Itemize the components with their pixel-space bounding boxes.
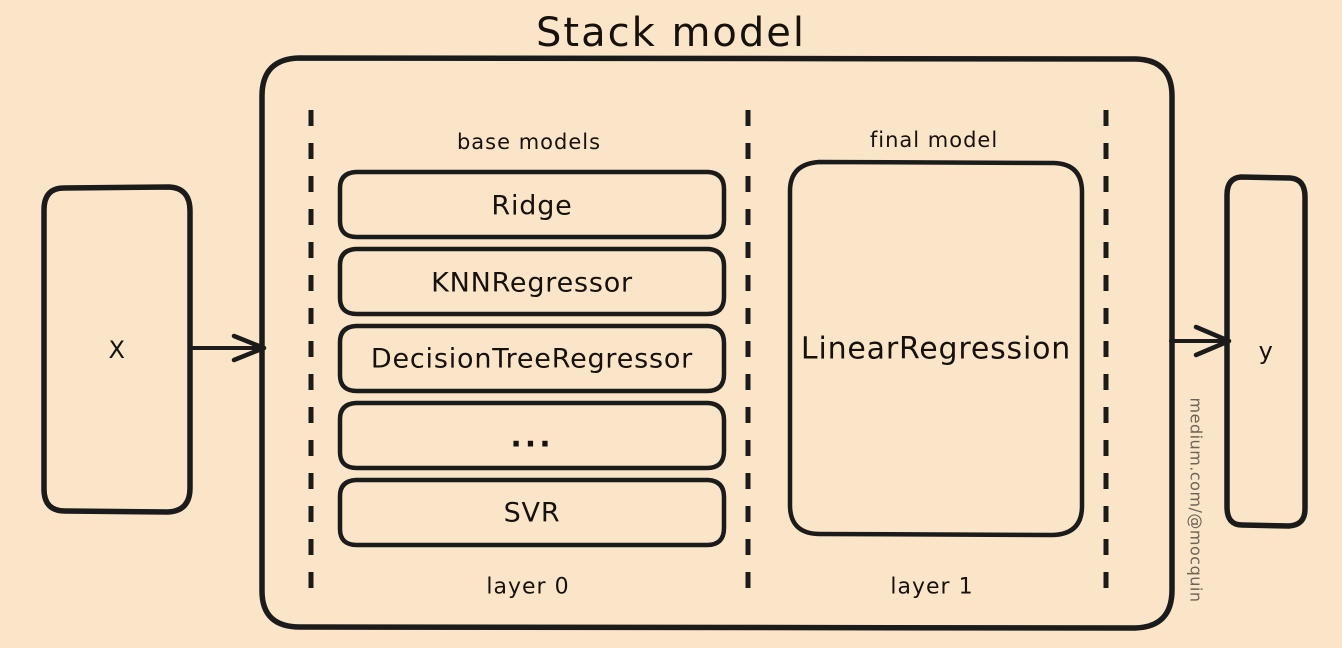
model-label-svr: SVR [503,497,561,529]
model-box-ellipsis[interactable] [340,403,725,469]
input-box[interactable] [44,187,191,513]
model-label-linearregression: LinearRegression [800,331,1072,367]
model-box-decisiontreeregressor[interactable] [340,326,725,392]
model-box-linearregression[interactable] [790,162,1083,536]
model-label-decisiontreeregressor: DecisionTreeRegressor [370,343,694,375]
watermark-label: medium.com/@mocquin [1186,397,1206,603]
output-label: y [1258,337,1274,365]
final-model-caption: final model [869,128,999,152]
layer-1-footer: layer 1 [890,574,974,600]
base-models-caption: base models [456,130,602,154]
model-box-knnregressor[interactable] [340,249,725,315]
model-box-ridge[interactable] [340,172,725,238]
model-label-knnregressor: KNNRegressor [431,267,633,299]
output-box[interactable] [1227,177,1306,527]
page-title: Stack model [535,10,807,56]
model-label-ellipsis: ... [510,419,554,455]
input-label: X [108,336,126,364]
input-arrow-glyph [188,333,267,363]
layer-0-footer: layer 0 [486,574,570,600]
model-label-ridge: Ridge [491,190,573,222]
model-box-svr[interactable] [340,480,725,546]
output-arrow-glyph [1169,324,1232,358]
